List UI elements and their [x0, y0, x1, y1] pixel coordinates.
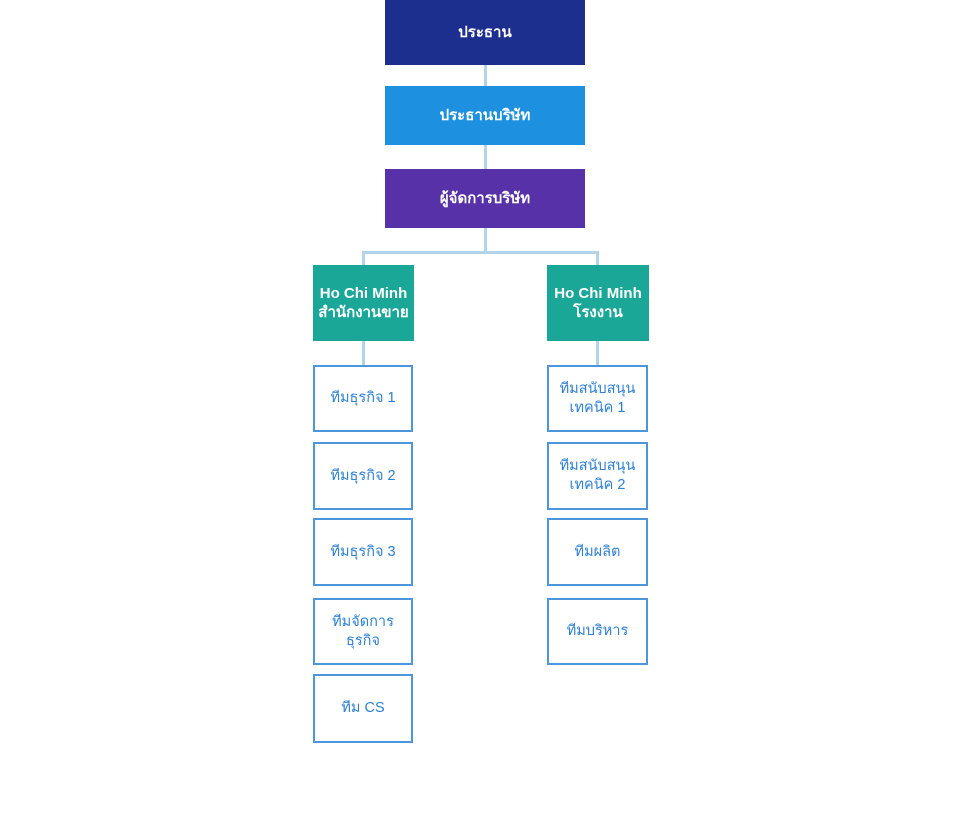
connector-line — [596, 341, 599, 365]
org-node-team[interactable]: ทีม CS — [313, 674, 413, 743]
org-node-president[interactable]: ประธานบริษัท — [385, 86, 585, 145]
org-node-team[interactable]: ทีมบริหาร — [547, 598, 648, 665]
org-node-team[interactable]: ทีมธุรกิจ 1 — [313, 365, 413, 432]
org-node-team[interactable]: ทีมธุรกิจ 2 — [313, 442, 413, 510]
org-node-team[interactable]: ทีมสนับสนุน เทคนิค 2 — [547, 442, 648, 510]
connector-line — [484, 145, 487, 169]
connector-horizontal — [362, 251, 599, 254]
org-node-branch-sales-office[interactable]: Ho Chi Minh สำนักงานขาย — [313, 265, 414, 341]
org-node-manager[interactable]: ผู้จัดการบริษัท — [385, 169, 585, 228]
org-node-branch-factory[interactable]: Ho Chi Minh โรงงาน — [547, 265, 649, 341]
org-node-chairman[interactable]: ประธาน — [385, 0, 585, 65]
connector-line — [362, 341, 365, 365]
connector-stem — [484, 228, 487, 252]
org-node-team[interactable]: ทีมจัดการ ธุรกิจ — [313, 598, 413, 665]
org-node-team[interactable]: ทีมผลิต — [547, 518, 648, 586]
connector-drop-left — [362, 251, 365, 265]
connector-drop-right — [596, 251, 599, 265]
connector-line — [484, 65, 487, 86]
org-node-team[interactable]: ทีมธุรกิจ 3 — [313, 518, 413, 586]
org-node-team[interactable]: ทีมสนับสนุน เทคนิค 1 — [547, 365, 648, 432]
